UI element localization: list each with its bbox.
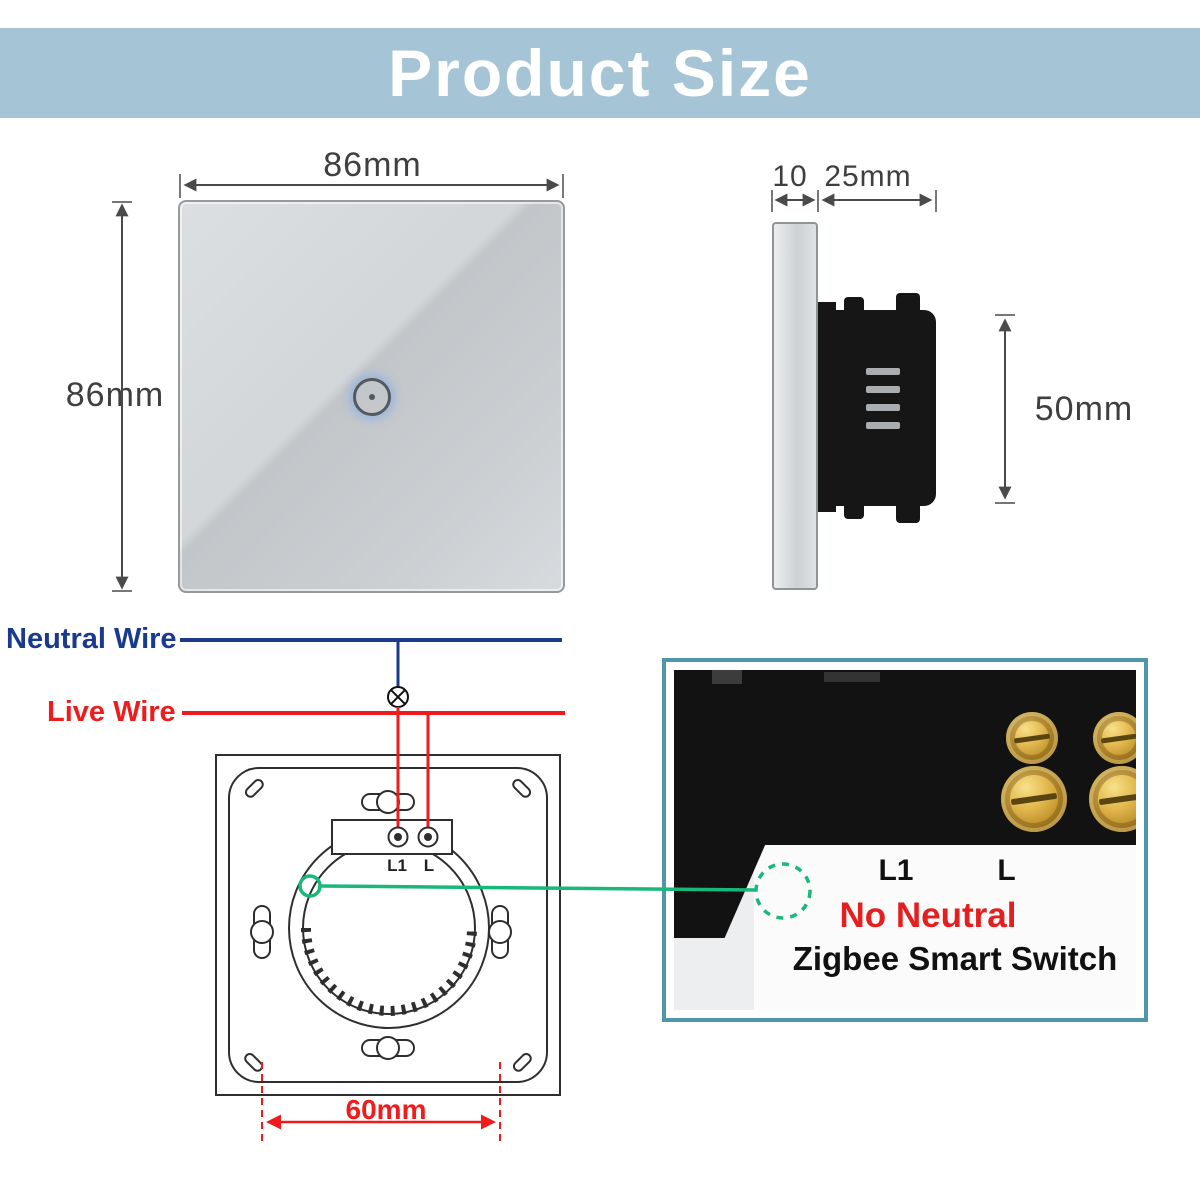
side-box-tab xyxy=(844,297,864,312)
no-neutral-text: No Neutral xyxy=(839,896,1017,935)
screw-slot-icon xyxy=(1100,733,1136,744)
corner-slot xyxy=(512,1052,532,1072)
mechanism-teeth xyxy=(301,927,477,1016)
vent-slot xyxy=(866,422,900,429)
hole-spacing-dimension-label: 60mm xyxy=(345,1094,427,1125)
neutral-wire-label: Neutral Wire xyxy=(6,623,177,655)
photo-terminal-l1-label: L1 xyxy=(878,854,914,887)
side-depth-dimension-label: 25mm xyxy=(824,160,912,193)
corner-slot xyxy=(244,778,264,798)
switch-body-edge xyxy=(674,843,766,938)
terminal-block xyxy=(331,819,453,855)
screw-hole-slot xyxy=(361,1039,415,1057)
screw-terminal-icon xyxy=(1093,712,1136,764)
screw-hole-slot xyxy=(253,905,271,959)
product-sticker-label xyxy=(754,843,1136,1010)
screw-terminal-icon xyxy=(1089,766,1136,832)
screw-slot-icon xyxy=(1010,793,1058,806)
screw-hole-slot xyxy=(491,905,509,959)
vent-slot xyxy=(866,368,900,375)
vent-slot xyxy=(866,404,900,411)
side-box-tab xyxy=(896,293,920,312)
front-height-dimension-label: 86mm xyxy=(65,376,165,414)
touch-button-icon xyxy=(352,377,391,416)
terminal-l-label: L xyxy=(423,856,435,875)
no-neutral-photo-frame: L1 L No Neutral Zigbee Smart Switch xyxy=(662,658,1148,1022)
corner-slot xyxy=(244,1052,264,1072)
switch-front-panel xyxy=(178,200,565,593)
lamp-icon xyxy=(387,686,409,708)
product-name-text: Zigbee Smart Switch xyxy=(792,940,1118,977)
switch-body-photo xyxy=(674,670,1136,845)
terminal-l1-screw xyxy=(387,826,409,848)
header-banner: Product Size xyxy=(0,28,1200,118)
side-box-tab xyxy=(844,504,864,519)
screw-slot-icon xyxy=(1013,733,1051,744)
mounting-frame-outer xyxy=(215,754,561,1096)
no-neutral-point-icon xyxy=(298,874,322,898)
terminal-l-screw xyxy=(417,826,439,848)
switch-back-photo: L1 L No Neutral Zigbee Smart Switch xyxy=(674,670,1136,1010)
corner-slot xyxy=(512,778,532,798)
photo-terminal-l-label: L xyxy=(997,854,1016,887)
clip-detail xyxy=(824,672,880,682)
vent-slot xyxy=(866,386,900,393)
back-view-drawing xyxy=(215,754,561,1096)
screw-terminal-icon xyxy=(1001,766,1067,832)
mounting-frame-inner xyxy=(228,767,548,1083)
front-width-dimension-label: 86mm xyxy=(323,146,422,184)
terminal-l1-label: L1 xyxy=(387,856,407,875)
screw-terminal-icon xyxy=(1006,712,1058,764)
screw-hole-slot xyxy=(361,793,415,811)
screw-slot-icon xyxy=(1098,793,1136,806)
live-wire-label: Live Wire xyxy=(47,696,176,728)
touch-dot-icon xyxy=(368,393,375,400)
side-view-glass-panel xyxy=(772,222,818,590)
side-height-dimension-label: 50mm xyxy=(1034,390,1134,428)
wiring-diagram xyxy=(180,638,565,828)
clip-detail xyxy=(712,670,742,684)
side-thickness-dimension-label: 10 xyxy=(772,160,808,193)
side-box-tab xyxy=(896,504,920,523)
page-title: Product Size xyxy=(388,36,812,110)
drawing-terminals xyxy=(387,826,439,848)
